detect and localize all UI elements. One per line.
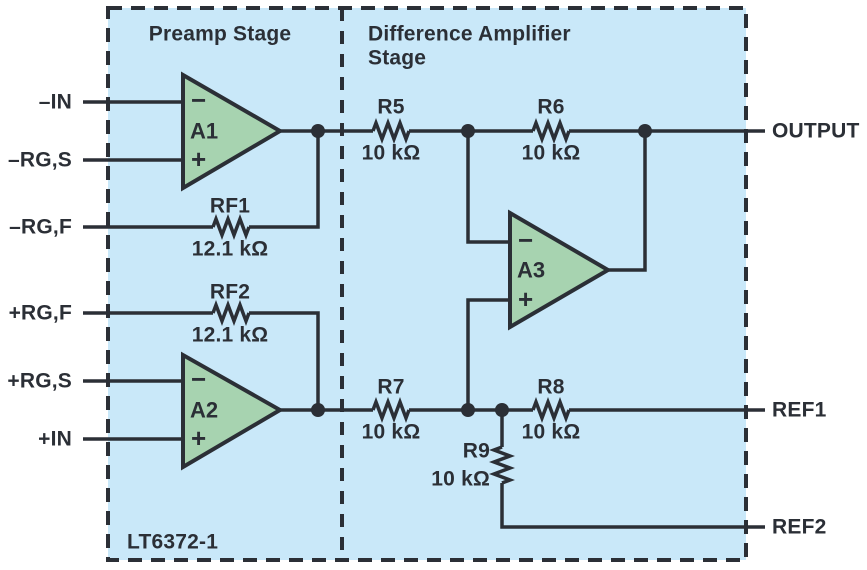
wires [83, 100, 765, 529]
opamp-a1-triangle [181, 71, 284, 192]
resistor-r9-name: R9 [463, 440, 490, 463]
opamp-a2-name: A2 [190, 398, 218, 423]
pin-label-neg-rgf: –RG,F [9, 216, 72, 239]
junction-dot-r5-r6 [461, 124, 475, 138]
wire-r9-to-ref2 [500, 483, 765, 529]
opamp-a1-minus-sign: − [191, 85, 206, 115]
resistor-r6-value: 10 kΩ [522, 142, 581, 165]
resistor-r7-symbol [371, 397, 411, 423]
opamp-a1-plus-sign: + [191, 144, 206, 174]
pin-label-ref1: REF1 [772, 399, 827, 422]
resistor-r5-value: 10 kΩ [362, 142, 421, 165]
resistor-rf1-value: 12.1 kΩ [192, 238, 269, 261]
opamp-a2-minus-sign: − [191, 364, 206, 394]
opamp-a3-name: A3 [517, 258, 545, 283]
opamp-a3-triangle [508, 209, 612, 331]
resistor-r5-symbol [371, 118, 411, 144]
pin-label-neg-rgs: –RG,S [8, 149, 72, 172]
right-pin-labels: OUTPUT REF1 REF2 [772, 120, 860, 539]
wire-a3-inverting-input [466, 131, 510, 244]
chip-label: LT6372-1 [127, 531, 218, 554]
diff-amp-stage-title-line2: Stage [368, 47, 426, 70]
resistor-r9-symbol [489, 445, 515, 485]
resistor-r8-name: R8 [537, 376, 564, 399]
opamp-a3: − A3 + [508, 209, 612, 331]
pin-label-pos-rgs: +RG,S [7, 370, 72, 393]
opamp-a2-triangle [181, 351, 285, 471]
junction-dot-r7-r8 [461, 403, 475, 417]
pin-label-output: OUTPUT [772, 120, 860, 143]
opamp-a3-minus-sign: − [518, 225, 533, 255]
opamp-a2: − A2 + [181, 351, 285, 471]
resistor-labels: R5 10 kΩ R6 10 kΩ R7 10 kΩ R8 10 kΩ R9 1… [192, 96, 581, 491]
diff-amp-stage-title-line1: Difference Amplifier [368, 23, 571, 46]
resistor-symbols [211, 118, 571, 485]
resistor-r5-name: R5 [377, 96, 404, 119]
pin-label-pos-rgf: +RG,F [9, 302, 72, 325]
opamp-a2-plus-sign: + [191, 423, 206, 453]
junction-dot-a2-output [311, 403, 325, 417]
pin-label-neg-in: –IN [39, 91, 72, 114]
wire-rf1-to-a1-output [249, 131, 320, 229]
resistor-rf2-value: 12.1 kΩ [192, 324, 269, 347]
junction-dots [311, 124, 652, 417]
wire-a3-noninverting-input [466, 298, 510, 410]
resistor-r7-name: R7 [377, 376, 404, 399]
resistor-rf1-name: RF1 [210, 195, 250, 218]
resistor-rf2-symbol [211, 300, 251, 326]
wire-rf2-to-a2-output [249, 311, 320, 410]
resistor-rf2-name: RF2 [210, 281, 250, 304]
left-pin-labels: –IN –RG,S –RG,F +RG,F +RG,S +IN [7, 91, 72, 451]
preamp-stage-title: Preamp Stage [149, 23, 291, 46]
opamp-a1-name: A1 [190, 119, 218, 144]
junction-dot-output-node [638, 124, 652, 138]
opamp-a3-plus-sign: + [518, 284, 533, 314]
resistor-rf1-symbol [211, 214, 251, 240]
wire-a3-output-feedback [608, 131, 647, 272]
pin-label-ref2: REF2 [772, 516, 826, 539]
resistor-r8-value: 10 kΩ [522, 421, 581, 444]
resistor-r6-symbol [531, 118, 571, 144]
opamp-a1: − A1 + [181, 71, 284, 192]
junction-dot-a1-output [311, 124, 325, 138]
resistor-r8-symbol [531, 397, 571, 423]
resistor-r7-value: 10 kΩ [362, 421, 421, 444]
resistor-r6-name: R6 [537, 96, 564, 119]
resistor-r9-value: 10 kΩ [431, 468, 490, 491]
junction-dot-r9-top [495, 403, 509, 417]
pin-label-pos-in: +IN [38, 428, 72, 451]
